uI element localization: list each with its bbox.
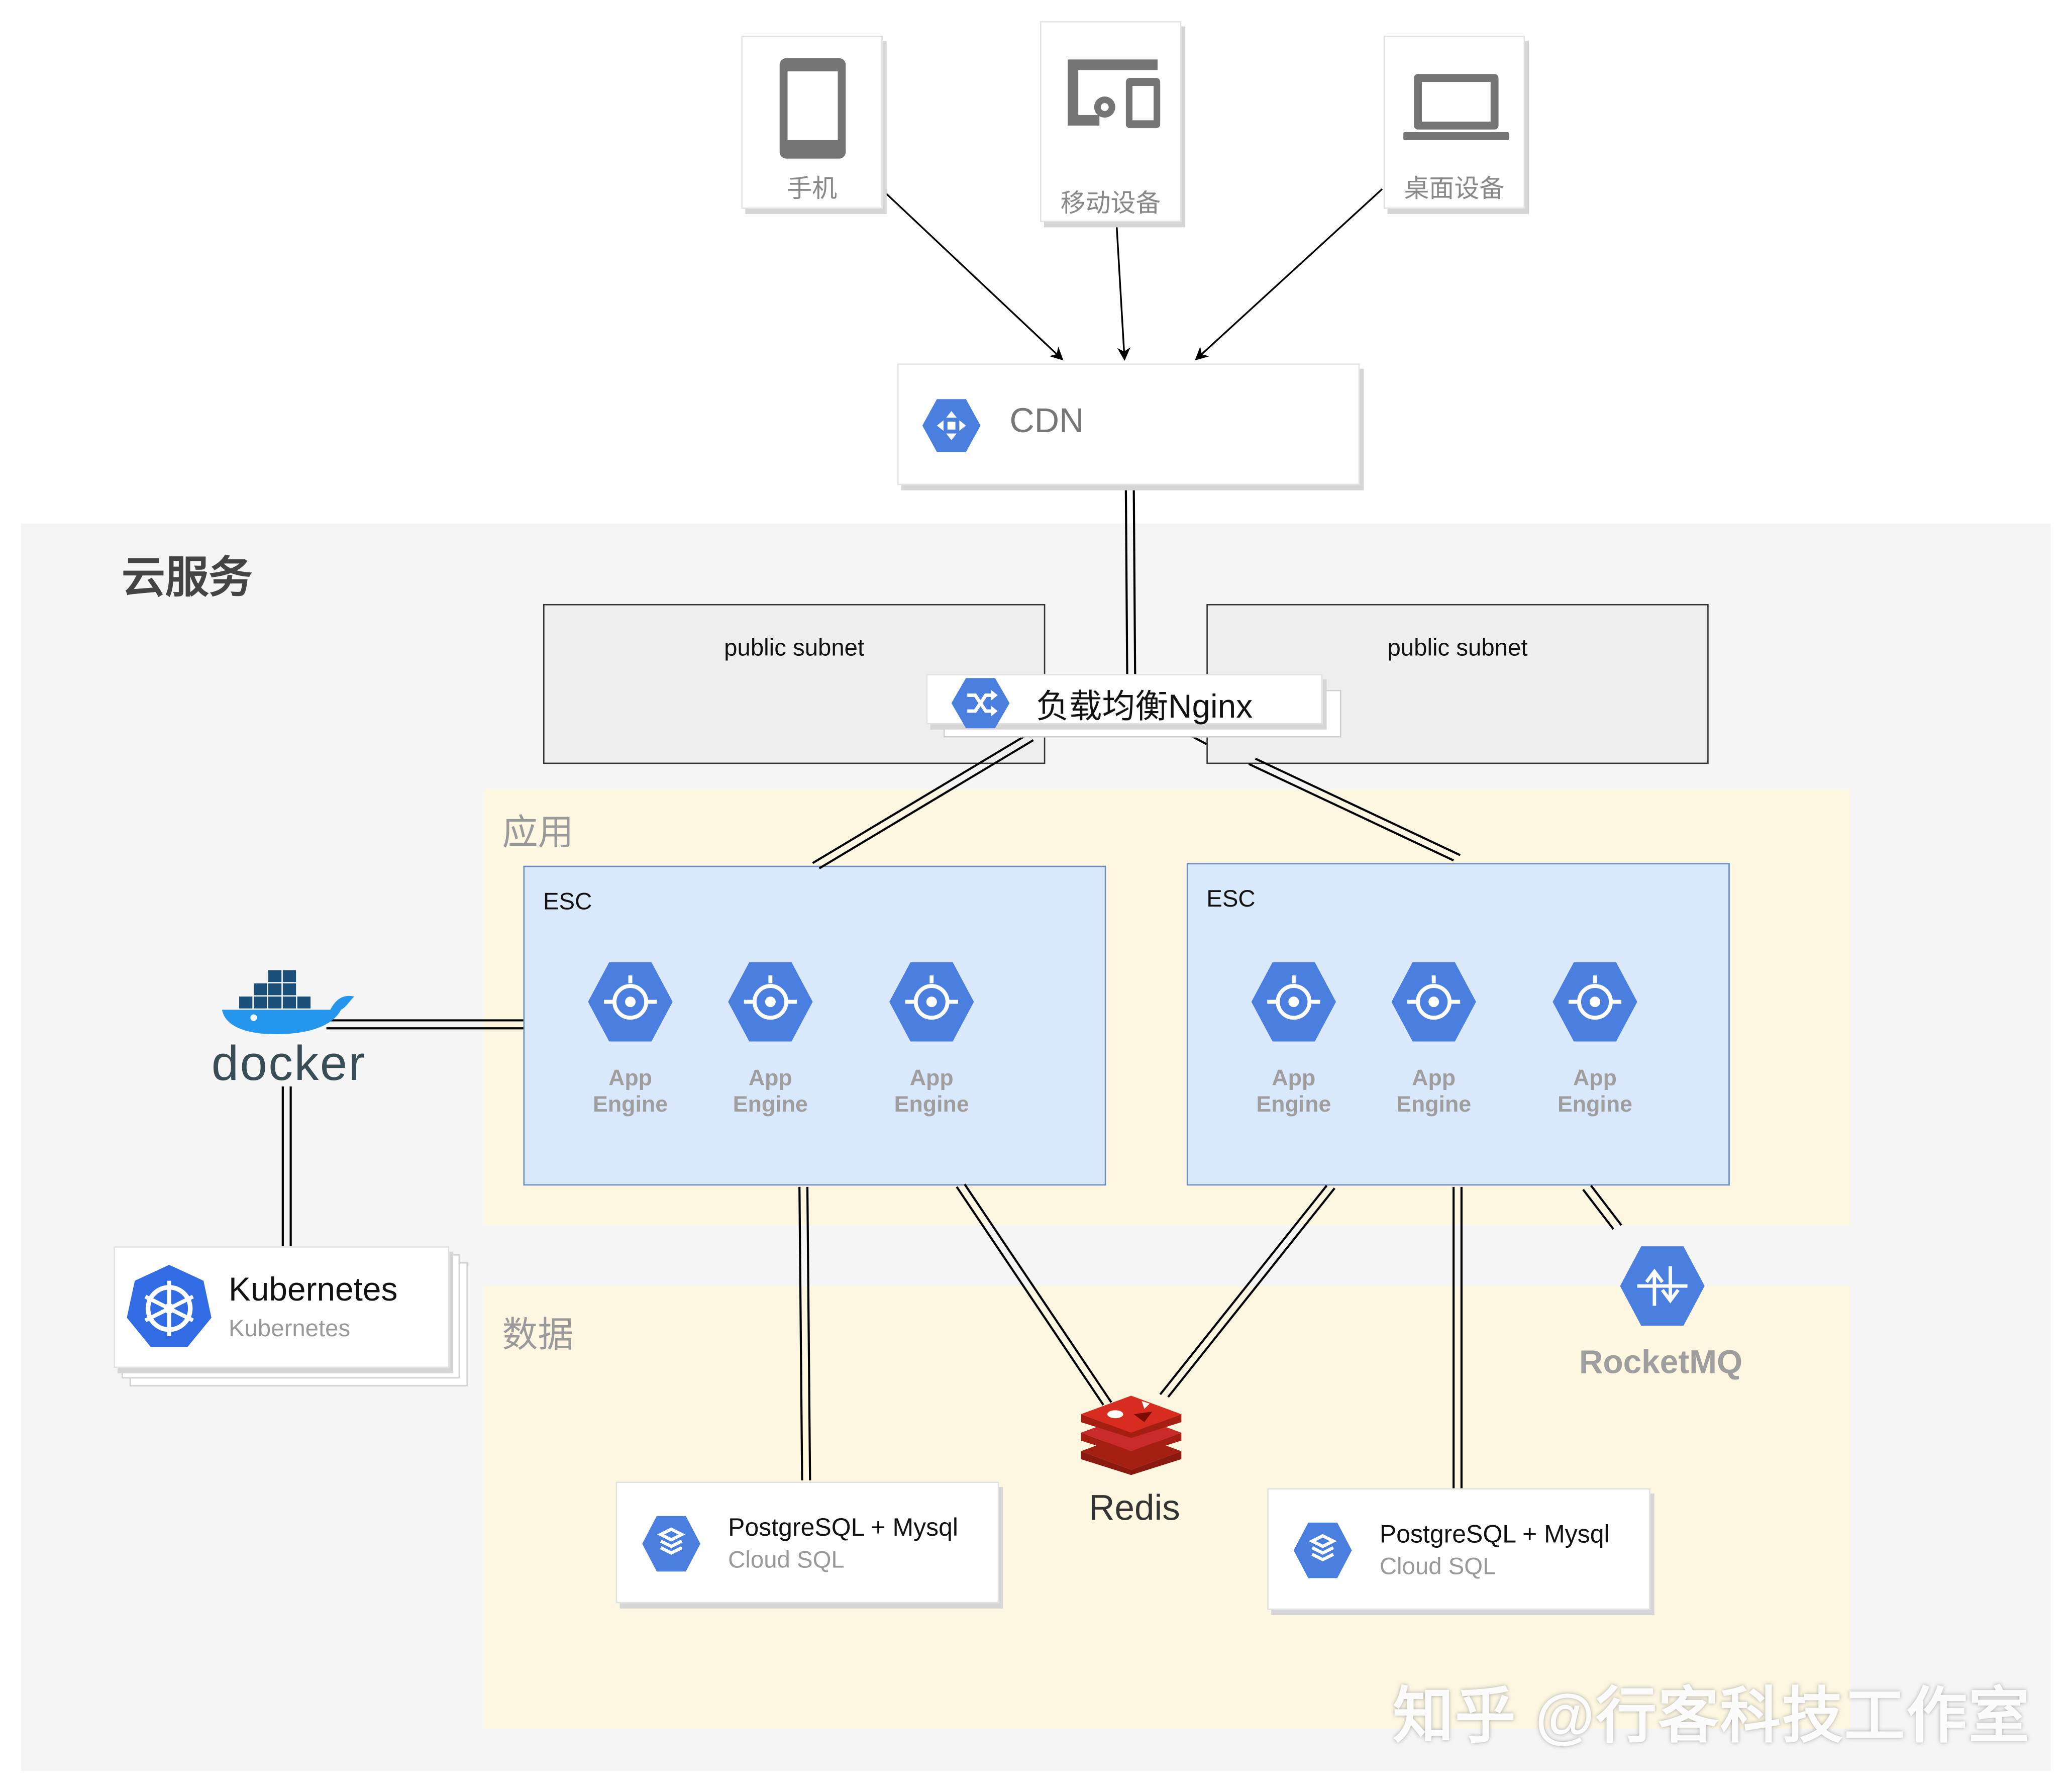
app-engine-left-1-line2: Engine — [593, 1091, 668, 1117]
app-engine-icon — [889, 962, 974, 1042]
cloud-sql-icon — [1293, 1522, 1352, 1578]
db-left-title: PostgreSQL + Mysql — [728, 1515, 958, 1543]
cloud-services-label: 云服务 — [121, 552, 253, 602]
redis-icon — [1081, 1396, 1182, 1475]
esc-left-label: ESC — [543, 888, 592, 915]
link-esc-left-to-db — [798, 1186, 811, 1480]
app-engine-right-3-line2: Engine — [1557, 1091, 1633, 1117]
docker-label: docker — [211, 1036, 366, 1090]
app-engine-right-2-line1: App — [1412, 1065, 1456, 1090]
esc-right-label: ESC — [1206, 885, 1256, 912]
phone-icon — [779, 58, 846, 159]
cloud-sql-icon — [642, 1516, 700, 1572]
cdn-card: CDN — [897, 363, 1360, 485]
app-engine-right-3-line1: App — [1573, 1065, 1617, 1090]
device-phone-card: 手机 — [741, 36, 883, 209]
db-right-title: PostgreSQL + Mysql — [1379, 1521, 1610, 1549]
kubernetes-helm-icon — [127, 1265, 212, 1347]
app-engine-right-2-line2: Engine — [1396, 1091, 1472, 1117]
app-engine-right-1-line2: Engine — [1256, 1091, 1331, 1117]
rocketmq-icon — [1620, 1246, 1705, 1326]
link-esc-right-to-db — [1453, 1186, 1463, 1488]
device-mobile-label: 移动设备 — [1060, 190, 1161, 218]
device-desktop-card: 桌面设备 — [1383, 36, 1525, 209]
device-desktop-label: 桌面设备 — [1404, 175, 1505, 204]
arrow-phone-to-cdn — [882, 189, 1064, 361]
data-band-label: 数据 — [502, 1315, 574, 1355]
nginx-label: 负载均衡Nginx — [1035, 688, 1253, 726]
link-esc-right-to-redis — [1159, 1184, 1336, 1398]
app-engine-icon — [728, 962, 813, 1042]
device-phone-label: 手机 — [787, 175, 838, 204]
rocketmq-label: RocketMQ — [1579, 1344, 1743, 1381]
app-engine-left-3-line2: Engine — [894, 1091, 969, 1117]
nginx-card: 负载均衡Nginx — [926, 674, 1323, 729]
link-esc-right-to-rocketmq — [1582, 1184, 1622, 1230]
app-engine-right-1-line1: App — [1272, 1065, 1316, 1090]
devices-icon — [1068, 59, 1161, 129]
cdn-label: CDN — [1009, 400, 1084, 440]
db-right-card: PostgreSQL + Mysql Cloud SQL — [1267, 1488, 1650, 1610]
app-engine-left-2-line1: App — [748, 1065, 792, 1090]
application-band-label: 应用 — [502, 813, 574, 853]
kubernetes-subtitle: Kubernetes — [229, 1315, 351, 1342]
app-engine-left-2-line2: Engine — [733, 1091, 808, 1117]
app-engine-icon — [1552, 962, 1637, 1042]
app-engine-icon — [1251, 962, 1336, 1042]
link-nginx-to-esc-right — [1189, 734, 1461, 862]
arrow-mobile-to-cdn — [1115, 225, 1130, 361]
public-subnet-right-label: public subnet — [1387, 634, 1528, 661]
app-engine-icon — [1391, 962, 1476, 1042]
cdn-icon — [922, 399, 981, 452]
laptop-icon — [1403, 74, 1509, 140]
kubernetes-card: Kubernetes Kubernetes — [114, 1246, 450, 1368]
kubernetes-title: Kubernetes — [229, 1271, 398, 1309]
app-engine-icon — [588, 962, 673, 1042]
app-engine-left-1-line1: App — [608, 1065, 652, 1090]
link-docker-to-esc — [326, 1019, 524, 1030]
link-cdn-to-nginx — [1124, 486, 1136, 674]
device-mobile-card: 移动设备 — [1040, 21, 1182, 222]
app-engine-left-3-line1: App — [909, 1065, 954, 1090]
link-nginx-to-esc-left — [812, 734, 1034, 869]
redis-label: Redis — [1089, 1488, 1180, 1528]
watermark: 知乎 @行客科技工作室 — [1393, 1681, 2031, 1750]
link-docker-to-kubernetes — [281, 1086, 292, 1247]
db-left-card: PostgreSQL + Mysql Cloud SQL — [615, 1481, 999, 1604]
arrow-desktop-to-cdn — [1195, 188, 1383, 361]
public-subnet-left-label: public subnet — [724, 634, 865, 661]
db-right-subtitle: Cloud SQL — [1379, 1553, 1496, 1579]
db-left-subtitle: Cloud SQL — [728, 1546, 845, 1573]
load-balancer-icon — [951, 678, 1010, 729]
docker-whale-icon — [222, 970, 354, 1034]
link-esc-left-to-redis — [956, 1183, 1112, 1406]
